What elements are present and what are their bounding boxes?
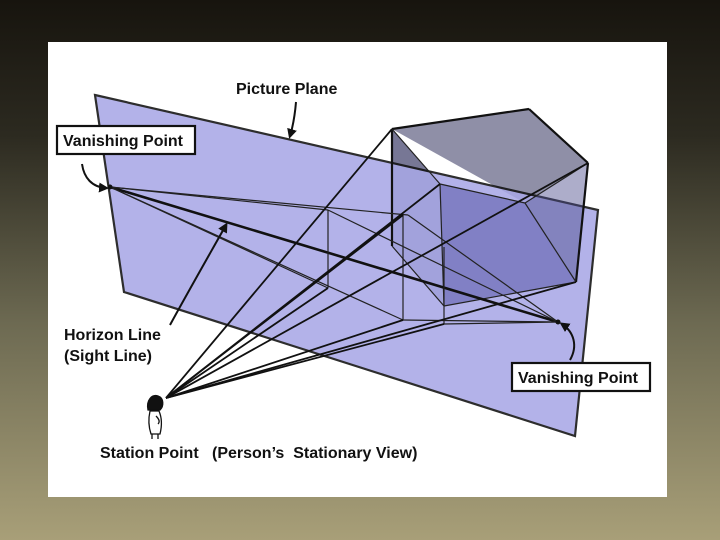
vanishing-point-left-box [55,124,197,156]
cube-edge [443,281,577,307]
vanishing-point-left-label: Vanishing Point [63,133,184,150]
horizon-line-arrow [169,222,228,326]
sight-line [165,287,329,399]
construction-line [407,214,559,323]
vanishing-point-right-box [510,361,652,393]
sight-line [165,319,404,399]
cube-edge [439,183,526,204]
cube-edges [390,107,590,283]
arrows [81,101,576,361]
perspective-diagram: Picture Plane Vanishing Point Vanishing … [55,81,652,462]
cube-front [440,163,588,306]
vanishing-point-left-arrow [81,163,109,193]
cube-edge [524,202,577,283]
cube-edge [528,108,589,164]
picture-plane [93,93,600,438]
vanishing-point-right-label: Vanishing Point [518,370,639,387]
picture-plane-arrow [287,101,297,139]
sight-line [165,281,577,399]
vanishing-point-left-marker [107,184,113,190]
construction-line [109,186,409,216]
vanishing-point-right-arrow [559,322,576,361]
cube-edge [391,107,530,131]
horizon-line [109,185,559,324]
sight-line [165,183,441,399]
sight-line [165,128,393,399]
cube-top-face [392,109,588,203]
cube-edge [391,245,445,307]
sight-lines [165,128,589,399]
cube-edge [391,128,441,185]
slide: Picture Plane Vanishing Point Vanishing … [48,42,667,497]
vanishing-point-right-marker [555,319,561,325]
horizon-line-label: Horizon Line [64,327,161,344]
sight-line-label: (Sight Line) [64,348,152,365]
station-point-label: Station Point (Person’s Stationary View) [100,445,417,462]
cube-front-face [440,184,576,306]
person-figure-icon [146,394,164,439]
cube-edge [574,162,590,283]
vanishing-point-right-callout: Vanishing Point [510,361,652,393]
construction-line [327,209,559,323]
sight-line [165,162,589,399]
vanishing-point-left-callout: Vanishing Point [55,124,197,156]
picture-plane-label: Picture Plane [236,81,337,98]
construction-line [402,319,559,323]
construction-line [109,186,404,321]
cube-right-face [525,163,588,282]
construction-line [443,321,559,325]
